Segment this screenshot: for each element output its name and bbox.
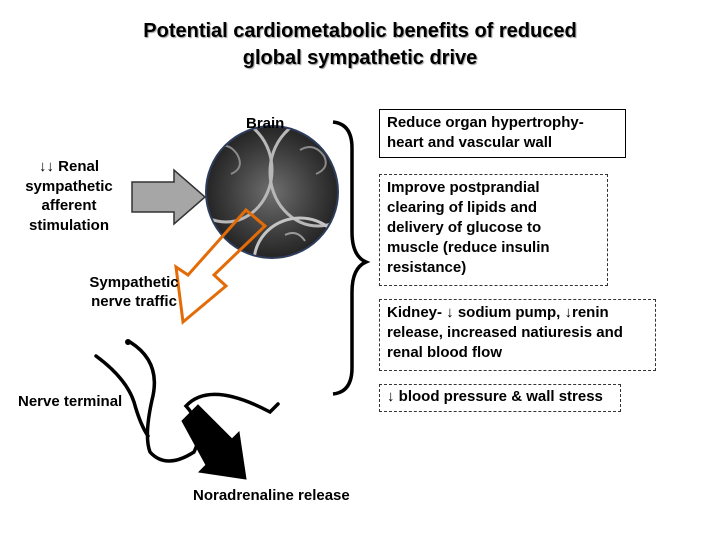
benefit-1-line-1: Reduce organ hypertrophy-: [387, 114, 584, 131]
benefit-box-kidney: Kidney- ↓ sodium pump, ↓renin release, i…: [379, 299, 656, 371]
benefit-2-line-3: delivery of glucose to: [387, 219, 542, 236]
renal-label-line-3: afferent: [41, 197, 97, 214]
brain-label: Brain: [246, 115, 285, 132]
title-line-2: global sympathetic drive: [242, 47, 478, 69]
sympathetic-traffic-label: Sympathetic nerve traffic: [74, 273, 194, 311]
nerve-terminal-dot: [125, 339, 131, 345]
renal-label-line-4: stimulation: [28, 216, 109, 234]
benefit-3-line-3: renal blood flow: [387, 344, 502, 361]
benefit-box-postprandial: Improve postprandial clearing of lipids …: [379, 174, 608, 286]
title-line-1: Potential cardiometabolic benefits of re…: [143, 20, 577, 42]
benefit-3-line-2: release, increased natiuresis and: [387, 324, 623, 341]
benefit-box-blood-pressure: ↓ blood pressure & wall stress: [379, 384, 621, 412]
nerve-terminal-outline: [128, 340, 280, 463]
nerve-terminal-label: Nerve terminal: [18, 393, 123, 410]
brain-image: [205, 125, 339, 259]
benefit-1-line-2: heart and vascular wall: [387, 134, 553, 151]
diagram-title: Potential cardiometabolic benefits of re…: [60, 18, 660, 72]
renal-stimulation-label: ↓↓ Renal sympathetic afferent stimulatio…: [10, 157, 128, 235]
afferent-arrow: [131, 168, 207, 226]
benefit-3-line-1: Kidney- ↓ sodium pump, ↓renin: [387, 304, 609, 321]
benefit-2-line-2: clearing of lipids and: [387, 199, 538, 216]
sympathetic-nerve-arrow: [174, 207, 268, 325]
sympathetic-label-line-2: nerve traffic: [91, 293, 177, 310]
benefit-box-hypertrophy: Reduce organ hypertrophy- heart and vasc…: [379, 109, 626, 158]
benefit-2-line-5: resistance): [387, 259, 467, 276]
renal-label-line-1: ↓↓ Renal: [38, 158, 99, 175]
nerve-terminal-inner: [94, 354, 150, 438]
benefits-brace: [332, 120, 371, 396]
benefit-4-line-1: ↓ blood pressure & wall stress: [387, 388, 603, 405]
noradrenaline-arrow: [181, 404, 247, 480]
benefit-2-line-4: muscle (reduce insulin: [387, 239, 550, 256]
renal-label-line-2: sympathetic: [25, 177, 113, 195]
noradrenaline-label: Noradrenaline release: [193, 487, 350, 504]
benefit-2-line-1: Improve postprandial: [387, 179, 540, 196]
sympathetic-label-line-1: Sympathetic: [89, 274, 179, 291]
